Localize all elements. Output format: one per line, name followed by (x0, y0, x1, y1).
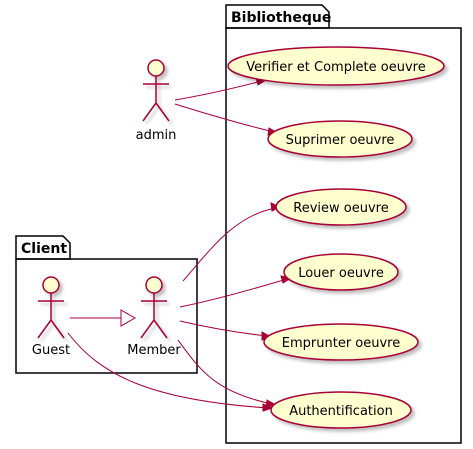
relation-admin-suprimer (174, 103, 275, 133)
usecase-auth-label: Authentification (289, 404, 393, 419)
relation-member-louer (179, 278, 288, 308)
relations (67, 77, 293, 412)
actor-guest-label: Guest (32, 343, 70, 358)
usecase-auth: Authentification (270, 391, 412, 429)
usecase-review: Review oeuvre (275, 188, 407, 226)
package-bibliotheque: Bibliotheque (225, 4, 462, 444)
usecase-review-label: Review oeuvre (293, 201, 388, 216)
usecase-verifier: Verifier et Complete oeuvre (227, 46, 445, 86)
usecase-emprunter-label: Emprunter oeuvre (282, 336, 400, 351)
package-client: Client (15, 235, 198, 374)
package-client-tab (15, 235, 71, 260)
actor-member-label: Member (127, 343, 181, 358)
actor-guest: Guest (32, 276, 70, 358)
actor-admin-label: admin (136, 128, 177, 143)
usecase-suprimer: Suprimer oeuvre (267, 120, 413, 158)
relation-member-review (182, 207, 277, 282)
package-client-body (15, 258, 198, 374)
actor-admin-figure (142, 59, 170, 122)
generalization-arrowhead (120, 309, 137, 327)
actor-member: Member (127, 276, 181, 358)
usecase-suprimer-label: Suprimer oeuvre (286, 133, 395, 148)
relation-member-emprunter (179, 320, 268, 337)
usecase-louer-label: Louer oeuvre (298, 266, 384, 281)
package-client-title: Client (21, 241, 67, 257)
actors: admin Guest Member (32, 59, 181, 358)
actor-member-figure (140, 276, 168, 339)
usecases: Verifier et Complete oeuvre Suprimer oeu… (227, 46, 445, 429)
usecase-louer: Louer oeuvre (283, 253, 399, 291)
package-bibliotheque-title: Bibliotheque (231, 10, 331, 26)
package-bibliotheque-body (225, 27, 462, 444)
usecase-verifier-label: Verifier et Complete oeuvre (246, 60, 425, 75)
package-bibliotheque-tab (225, 4, 330, 29)
relation-member-auth (177, 339, 273, 405)
arrowhead-guest-auth (262, 403, 274, 412)
usecase-emprunter: Emprunter oeuvre (263, 323, 419, 361)
relation-admin-verifier (174, 80, 263, 101)
relation-guest-auth (67, 332, 269, 409)
actor-admin: admin (136, 59, 177, 143)
actor-guest-figure (37, 276, 65, 339)
